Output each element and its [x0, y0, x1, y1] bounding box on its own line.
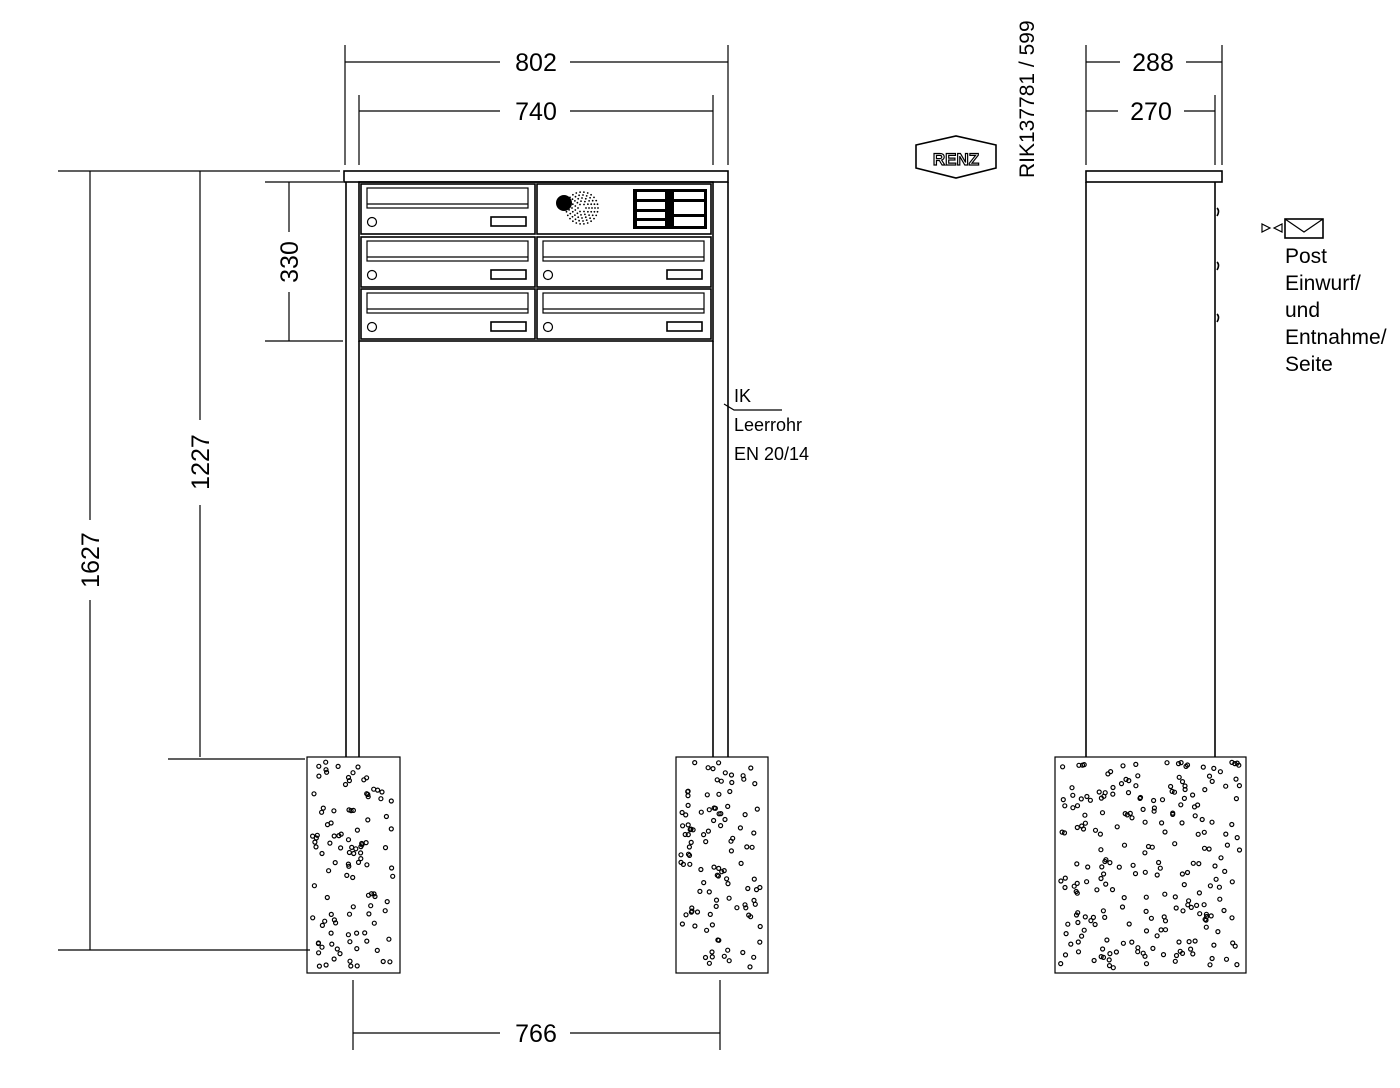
side-note-line: und: [1285, 299, 1320, 322]
mail-slot: [366, 187, 529, 209]
left-concrete-foundation: [306, 756, 401, 974]
article-number: RIK137781 / 599: [1016, 20, 1039, 178]
compartment: [536, 236, 712, 288]
mailbox-unit: [358, 181, 714, 342]
mail-slot: [366, 240, 529, 262]
dim-post-spacing: 766: [515, 1020, 557, 1048]
dim-side-depth-total: 288: [1132, 49, 1174, 77]
compartment: [360, 183, 536, 235]
lock-icon: [542, 269, 554, 281]
concrete-texture: [310, 759, 396, 969]
side-concrete-foundation: [1054, 756, 1247, 974]
name-tag: [490, 321, 527, 332]
name-tag: [490, 269, 527, 280]
right-concrete-foundation: [675, 756, 769, 974]
side-note-line: Post: [1285, 245, 1327, 268]
direction-arrows-icon: [1261, 223, 1283, 233]
lock-icon: [366, 269, 378, 281]
compartment: [536, 183, 712, 235]
name-tag: [666, 321, 703, 332]
dim-side-depth-box: 270: [1130, 98, 1172, 126]
side-note-line: Einwurf/: [1285, 272, 1361, 295]
dim-overall-width: 802: [515, 49, 557, 77]
dim-box-width: 740: [515, 98, 557, 126]
top-cap: [343, 170, 729, 183]
intercom-panel: [556, 189, 707, 229]
mail-slot: [542, 292, 705, 314]
compartment: [360, 236, 536, 288]
front-dimensions: 802 740 330 1227 1627 766: [58, 45, 729, 1050]
speaker-grille-icon: [556, 191, 599, 225]
mail-slot: [366, 292, 529, 314]
name-tag: [490, 216, 527, 227]
dim-bottom-height: 1227: [187, 434, 215, 490]
compartment: [360, 288, 536, 340]
concrete-texture: [678, 759, 763, 970]
flap-hinges: [1216, 207, 1220, 323]
logo-text: RENZ: [933, 150, 979, 169]
side-note-line: Seite: [1285, 353, 1333, 376]
side-view: 288 270: [1054, 45, 1247, 974]
side-note-line: Entnahme/: [1285, 326, 1387, 349]
dim-box-height: 330: [276, 241, 304, 283]
side-top-cap: [1085, 170, 1223, 183]
conduit-label-ik: IK: [734, 386, 751, 406]
conduit-label-type: Leerrohr: [734, 415, 802, 435]
renz-logo: RENZ: [915, 135, 997, 179]
front-view: [306, 170, 769, 974]
conduit-note: IK Leerrohr EN 20/14: [723, 386, 809, 464]
lock-icon: [542, 321, 554, 333]
name-tag: [666, 269, 703, 280]
mailbox-compartments: [360, 183, 712, 340]
compartment: [536, 288, 712, 340]
lock-icon: [366, 216, 378, 228]
dim-total-height: 1627: [77, 532, 105, 588]
mail-slot: [542, 240, 705, 262]
lock-icon: [366, 321, 378, 333]
concrete-texture: [1058, 759, 1243, 971]
post-side-note: Post Einwurf/ und Entnahme/ Seite: [1261, 218, 1387, 376]
conduit-label-spec: EN 20/14: [734, 444, 809, 464]
envelope-icon: [1284, 218, 1324, 239]
